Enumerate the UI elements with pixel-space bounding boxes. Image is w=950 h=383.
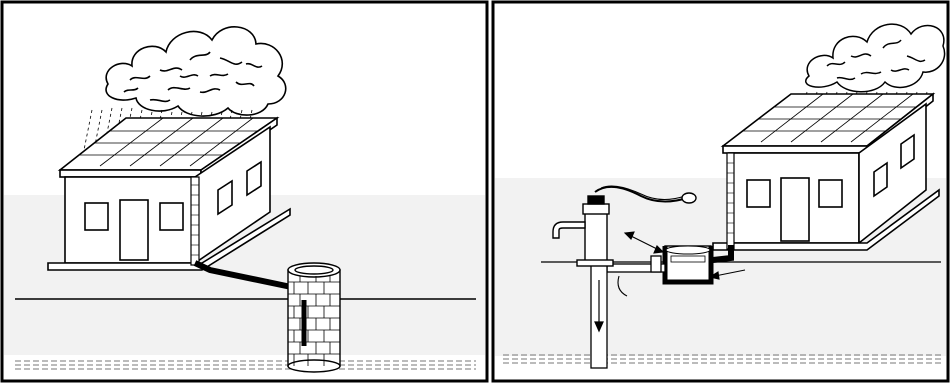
- roof-front-edge: [59, 169, 202, 178]
- downpipe: [726, 152, 735, 250]
- recharge-well: [287, 262, 341, 373]
- tubewell-recharge-illustration: [491, 0, 950, 383]
- water-table-lines: [15, 360, 476, 370]
- pump-body: [584, 211, 608, 265]
- water-table-lines: [503, 354, 941, 364]
- pump-spout: [552, 221, 586, 239]
- filter-chamber: [662, 245, 714, 285]
- door: [119, 199, 149, 261]
- rain-cloud: [105, 26, 287, 117]
- pump-platform: [576, 259, 614, 267]
- window-side-right: [246, 160, 262, 197]
- window-front-left: [84, 202, 109, 231]
- door: [780, 177, 810, 242]
- window-side-right: [900, 133, 915, 170]
- window-front-right: [159, 202, 184, 231]
- downpipe: [190, 176, 200, 266]
- annotation-arrows: [617, 231, 746, 297]
- roof-front-edge: [722, 145, 868, 154]
- panel-tubewell-recharge: [491, 0, 950, 383]
- recharge-well-illustration: [0, 0, 489, 383]
- pipe-to-filter: [712, 245, 734, 263]
- pump-handle-grip: [681, 192, 697, 204]
- window-front-right: [818, 179, 843, 208]
- pump-handle: [594, 185, 688, 203]
- pump-cap: [582, 203, 610, 215]
- window-side-left: [217, 179, 233, 216]
- house: [47, 116, 291, 271]
- rain-cloud: [805, 23, 946, 93]
- panel-recharge-well: [0, 0, 489, 383]
- hand-pump: [552, 185, 697, 267]
- window-front-left: [746, 179, 771, 208]
- window-side-left: [873, 161, 888, 198]
- pump-head: [587, 195, 605, 205]
- house: [712, 92, 940, 251]
- flow-arrow-down: [594, 280, 604, 333]
